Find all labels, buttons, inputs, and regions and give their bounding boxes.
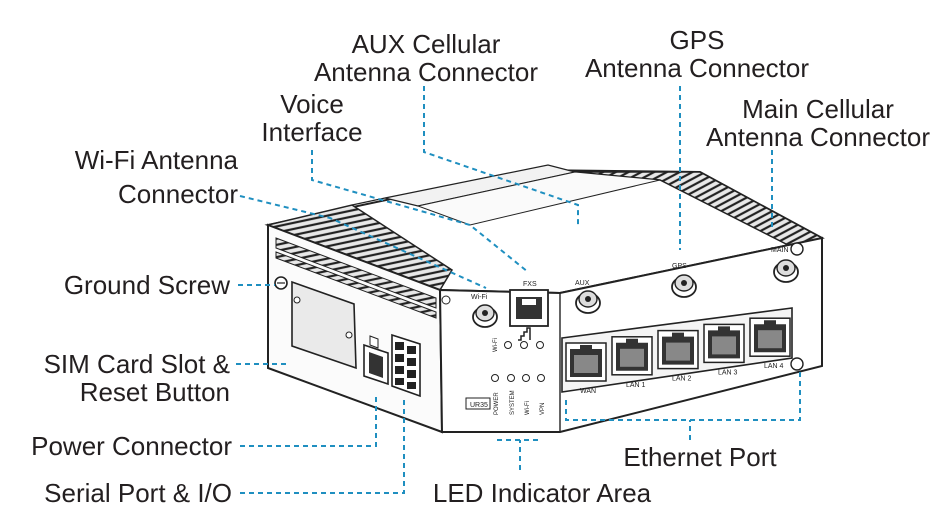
main-port-label: MAIN [771,247,789,254]
callout-wifi [239,195,487,289]
wifi-label-line-1: Wi-Fi Antenna [74,145,238,175]
ethernet-port [611,336,653,376]
callout-voice [311,150,529,273]
main-label-line-1: Main Cellular [742,94,894,124]
serial-terminal-block [391,333,421,398]
voice-label-line-1: Voice [280,89,344,119]
model-badge: UR35 [465,397,491,410]
callout-serial [240,398,405,494]
sim-cover [291,280,357,370]
gps-antenna-label: GPS Antenna Connector [568,26,826,82]
wifi-antenna-label: Wi-Fi Antenna Connector [40,146,238,208]
aux-port-label: AUX [575,280,590,287]
ethernet-port [565,342,607,382]
sim-card-slot-label: SIM Card Slot & Reset Button [10,350,230,406]
ethernet-port-label-3: LAN 3 [718,369,738,376]
aux-antenna-connector [575,290,601,314]
main-antenna-connector [773,259,799,283]
ethernet-port [749,317,791,357]
voice-interface-label: Voice Interface [240,90,384,146]
power-connector-label: Power Connector [31,431,232,461]
aux-cellular-antenna-label: AUX Cellular Antenna Connector [300,30,552,86]
ethernet-port [657,329,699,370]
led-indicator-area-label: LED Indicator Area [432,478,652,508]
router-left-face [267,223,451,434]
wifi-label-line-2: Connector [118,179,238,209]
led-label-wifi: Wi-Fi [525,401,531,415]
voice-fxs-port [509,289,549,327]
ethernet-ports: WAN LAN 1 LAN 2 LAN 3 LAN 4 [565,317,791,395]
ethernet-port-label: Ethernet Port [623,442,777,472]
led-label-power: POWER [494,392,500,415]
sim-label-line-2: Reset Button [79,377,230,407]
model-label: UR35 [470,402,488,409]
main-label-line-2: Antenna Connector [705,122,931,152]
callout-ethernet-bracket [565,372,801,421]
gps-port-label: GPS [672,263,687,270]
ground-screw-label: Ground Screw [63,270,230,300]
sim-label-line-1: SIM Card Slot & [43,349,230,379]
gps-antenna-connector [671,274,697,298]
aux-label-line-1: AUX Cellular [351,29,501,59]
ethernet-port-label-4: LAN 4 [764,363,784,370]
led-indicators [491,327,545,382]
ethernet-port [703,323,745,364]
callout-lines [236,86,801,494]
gps-label-line-2: Antenna Connector [584,53,810,83]
fxs-port-label: FXS [523,281,537,288]
aux-label-line-2: Antenna Connector [313,57,539,87]
wifi-port-label: Wi-Fi [471,294,488,301]
ethernet-port-label-0: WAN [580,388,596,395]
callout-power [240,396,377,447]
signal-led-label: Wi-Fi [493,338,499,352]
serial-port-label: Serial Port & I/O [44,478,232,508]
main-cellular-antenna-label: Main Cellular Antenna Connector [690,95,946,151]
wifi-antenna-connector [472,304,498,328]
gps-label-line-1: GPS [669,25,725,55]
ethernet-port-label-1: LAN 1 [626,382,646,389]
ethernet-port-label-2: LAN 2 [672,376,692,383]
callout-aux [423,86,579,228]
led-label-vpn: VPN [540,403,546,415]
led-label-system: SYSTEM [510,390,516,415]
voice-label-line-2: Interface [261,117,363,147]
